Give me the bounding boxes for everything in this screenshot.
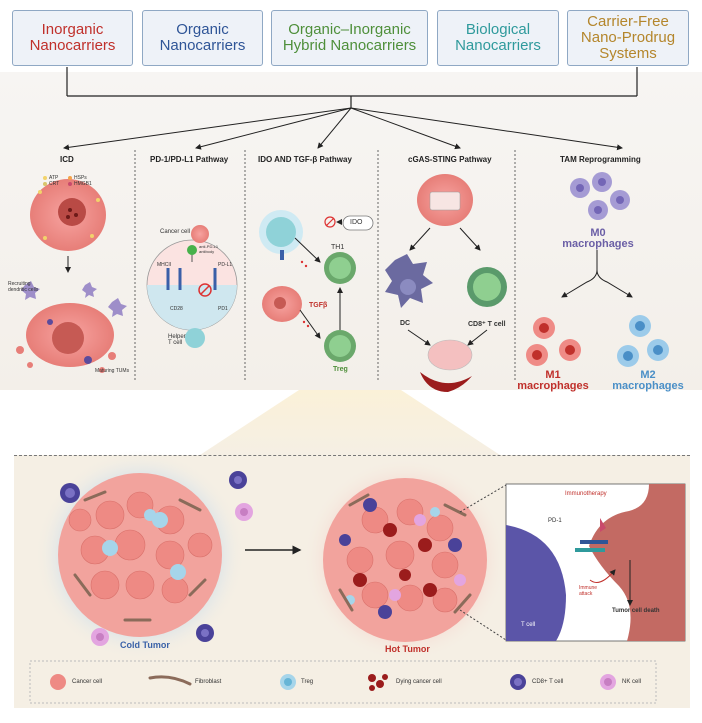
- legend-cancer-cell-label: Cancer cell: [72, 679, 103, 685]
- section-separators: [134, 150, 516, 382]
- hot-tumor-label: Hot Tumor: [385, 644, 430, 654]
- fan-arrows: [63, 107, 623, 151]
- pdl1-label: PD-L1: [218, 262, 233, 268]
- category-hybrid-nanocarriers: Organic–Inorganic Hybrid Nanocarriers: [271, 10, 428, 66]
- immunotherapy-label: Immunotherapy: [565, 491, 607, 497]
- icd-legend-hmgb1: HMGB1: [74, 181, 92, 187]
- tumor-cell-death-label: Tumor cell death: [612, 608, 660, 614]
- icd-legend-crt: CRT: [49, 181, 60, 187]
- legend-bar: [29, 660, 657, 704]
- inset-pd1-label: PD-1: [548, 518, 562, 524]
- cgas-sting-pathway-title: cGAS-STING Pathway: [408, 155, 492, 164]
- pd1-cancer-cell-label: Cancer cell: [160, 229, 191, 235]
- tam-illustration: [526, 172, 669, 367]
- recruiting-dendritic-cells-label: Recruiting dendritic cells: [8, 281, 39, 293]
- top-bracket: [66, 67, 638, 108]
- tgf-beta-label: TGFβ: [309, 302, 328, 309]
- legend-nk-cell-label: NK cell: [622, 679, 642, 685]
- category-inorganic-nanocarriers: Inorganic Nanocarriers: [12, 10, 133, 66]
- cgas-illustration: [385, 174, 507, 392]
- icd-legend-atp: ATP: [49, 175, 59, 181]
- inset-t-cell-label: T cell: [521, 622, 536, 628]
- pd1-illustration: [146, 225, 238, 348]
- treg-label: Treg: [333, 366, 348, 373]
- pd1-pathway-title: PD-1/PD-L1 Pathway: [150, 155, 229, 164]
- legend-treg-label: Treg: [301, 679, 314, 685]
- th1-label: TH1: [331, 244, 345, 251]
- category-carrier-free-nano-prodrug: Carrier-Free Nano-Prodrug Systems: [567, 10, 689, 66]
- icd-legend-hsps: HSPs: [74, 175, 87, 181]
- cold-tumor-label: Cold Tumor: [120, 640, 170, 650]
- maturing-tums-label: Maturing TUMs: [95, 368, 130, 374]
- ido-illustration: [259, 210, 374, 362]
- mhc-label: MHCII: [157, 262, 172, 268]
- category-biological-nanocarriers: Biological Nanocarriers: [437, 10, 559, 66]
- ido-tgf-pathway-title: IDO AND TGF-β Pathway: [258, 155, 352, 164]
- legend-cd8-t-cell-label: CD8+ T cell: [532, 679, 564, 685]
- legend-fibroblast-label: Fibroblast: [195, 679, 222, 685]
- hot-tumor-illustration: [303, 458, 507, 662]
- m2-macrophages-label: M2 macrophages: [612, 369, 684, 392]
- inset-panel: [459, 483, 686, 642]
- anti-pdl1-antibody-label: anti-PD-L1 antibody: [199, 244, 219, 254]
- category-organic-nanocarriers: Organic Nanocarriers: [142, 10, 263, 66]
- dc-label: DC: [400, 320, 411, 327]
- icd-illustration: [16, 179, 127, 373]
- icd-legend-dots: [43, 176, 72, 186]
- ido-label: IDO: [350, 219, 363, 226]
- cold-tumor-illustration: [35, 450, 253, 660]
- cd28-label: CD28: [170, 306, 183, 312]
- tam-reprogramming-title: TAM Reprogramming: [560, 155, 641, 164]
- m0-macrophages-label: M0 macrophages: [562, 227, 634, 250]
- cd8-t-cell-label: CD8⁺ T cell: [468, 321, 506, 328]
- legend-dying-cancer-cell-label: Dying cancer cell: [396, 679, 442, 685]
- helper-t-cell-label: Helper T cell: [168, 334, 186, 346]
- icd-title: ICD: [60, 155, 74, 164]
- m1-macrophages-label: M1 macrophages: [517, 369, 589, 392]
- pd1-receptor-label: PD1: [218, 306, 228, 312]
- immune-attack-label: Immune attack: [579, 585, 598, 597]
